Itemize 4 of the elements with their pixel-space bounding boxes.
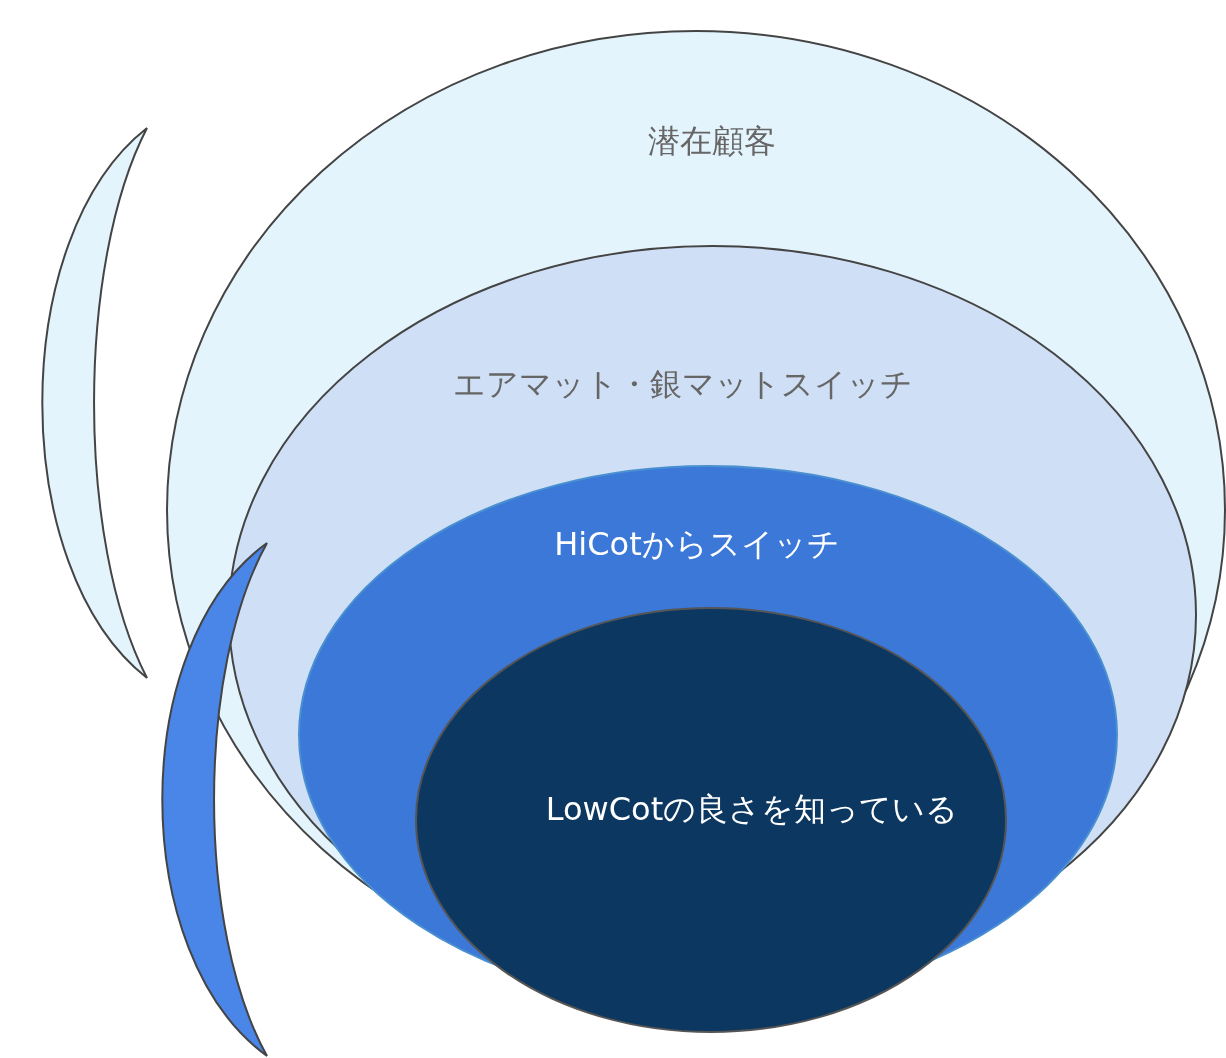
region-label: エアマット・銀マットスイッチ: [453, 365, 913, 404]
region-label: HiCotからスイッチ: [554, 525, 840, 564]
region-label: LowCotの良さを知っている: [545, 790, 959, 829]
region-label: 潜在顧客: [648, 122, 776, 161]
